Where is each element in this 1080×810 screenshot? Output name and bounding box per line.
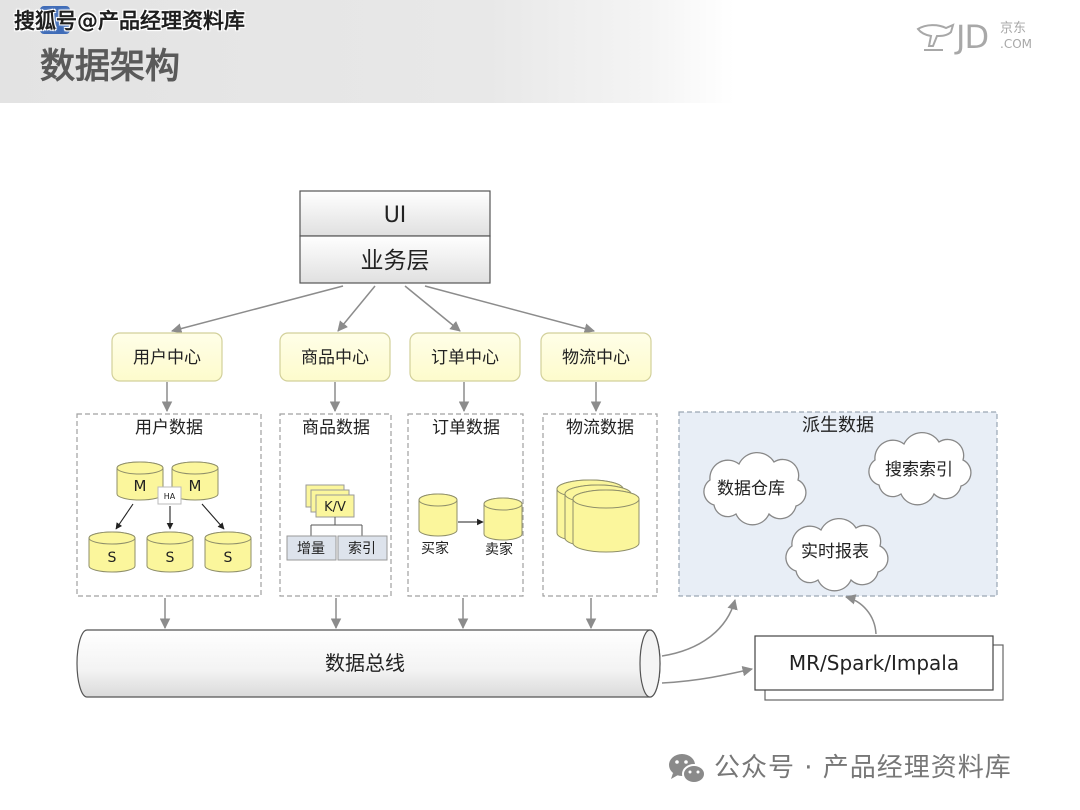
- user-center-box: [111, 332, 223, 382]
- cylinder-top: [204, 531, 252, 545]
- product-data-panel: 商品数据 K/V 增量 索引: [279, 413, 392, 597]
- wechat-icon: [669, 754, 706, 784]
- compute-box: [754, 635, 994, 691]
- seller-label: 卖家: [485, 541, 513, 558]
- kv-tree-lines: [310, 517, 363, 536]
- incremental-box: [286, 535, 337, 561]
- arrow-compute-to-derived: [844, 594, 877, 635]
- wechat-bubble-small: [682, 764, 706, 784]
- derived-data-label: 派生数据: [802, 415, 874, 436]
- jd-dog-icon: [916, 23, 955, 51]
- arrow-to-user-center: [170, 285, 344, 334]
- search-index-cloud: [868, 431, 972, 506]
- realtime-report-cloud: [785, 517, 889, 592]
- seller-db: [483, 497, 523, 541]
- ui-business-stack: UI 业务层: [299, 190, 491, 284]
- buyer-db: [418, 493, 458, 537]
- top-watermark: 搜狐号@产品经理资料库: [14, 9, 245, 33]
- business-layer-label: 业务层: [361, 248, 430, 274]
- order-data-panel: 订单数据 买家 卖家: [407, 413, 524, 597]
- wechat-bubble-tail: [671, 773, 678, 779]
- data-bus: 数据总线: [76, 629, 661, 698]
- compute-label: MR/Spark/Impala: [789, 651, 959, 675]
- slave-db-2: S: [146, 531, 194, 573]
- ha-label: HA: [164, 492, 176, 501]
- wechat-eye: [675, 760, 679, 764]
- data-bus-label: 数据总线: [325, 651, 405, 675]
- data-warehouse-cloud: [703, 451, 807, 526]
- incremental-label: 增量: [297, 541, 325, 557]
- search-index-label: 搜索索引: [885, 460, 953, 480]
- replication-arrow-left: [115, 503, 134, 530]
- user-data-panel: 用户数据 M M HA S S S: [76, 413, 262, 597]
- derived-data-panel: 派生数据 数据仓库 搜索索引 实时报表: [678, 411, 998, 597]
- logistics-db-front: [572, 489, 640, 553]
- cylinder-top: [116, 461, 164, 475]
- slide-badge-icon: [40, 6, 70, 34]
- buyer-label: 买家: [421, 540, 449, 557]
- order-center-box: [409, 332, 521, 382]
- arrow-to-logistics-center: [424, 285, 596, 334]
- logo-domain: .COM: [1000, 37, 1032, 51]
- wechat-eye: [688, 770, 692, 774]
- logistics-center-box: [540, 332, 652, 382]
- ha-badge: [157, 486, 182, 505]
- ui-label: UI: [384, 203, 407, 228]
- data-warehouse-label: 数据仓库: [717, 479, 785, 499]
- header-band: [0, 0, 1080, 103]
- arrow-to-order-center: [404, 285, 461, 332]
- cylinder-top: [418, 493, 458, 507]
- arrow-to-product-center: [337, 285, 376, 332]
- arrow-bus-to-derived: [661, 598, 738, 657]
- realtime-report-label: 实时报表: [801, 542, 869, 562]
- index-box: [337, 535, 388, 561]
- master-db-label: M: [189, 477, 202, 495]
- product-data-label: 商品数据: [302, 418, 370, 438]
- service-centers: 用户中心 商品中心 订单中心 物流中心: [111, 332, 652, 382]
- wechat-eye: [684, 760, 688, 764]
- product-center-label: 商品中心: [301, 348, 369, 368]
- logistics-center-label: 物流中心: [562, 348, 630, 368]
- master-db-2: M: [171, 461, 219, 501]
- arrow-bus-to-compute: [661, 665, 754, 684]
- page-title: 数据架构: [40, 47, 181, 87]
- data-bus-end: [639, 629, 661, 698]
- business-to-center-arrows: [170, 285, 596, 334]
- slave-db-label: S: [108, 550, 117, 566]
- jd-dog-body: [916, 23, 955, 47]
- center-to-data-arrows: [161, 382, 602, 413]
- master-db-1: M: [116, 461, 164, 501]
- logistics-data-panel: 物流数据: [542, 413, 658, 597]
- cylinder-top: [572, 489, 640, 509]
- logistics-data-label: 物流数据: [566, 418, 634, 438]
- cylinder-top: [171, 461, 219, 475]
- compute-engine: MR/Spark/Impala: [754, 635, 1004, 701]
- business-layer-box: [299, 235, 491, 284]
- logo-brand: JD: [956, 18, 989, 56]
- footer-watermark: 公众号 · 产品经理资料库: [714, 753, 1012, 783]
- master-db-label: M: [134, 477, 147, 495]
- order-data-label: 订单数据: [432, 418, 500, 438]
- kv-label: K/V: [324, 500, 346, 515]
- cylinder-top: [483, 497, 523, 511]
- data-to-bus-arrows: [159, 598, 597, 630]
- jd-logo: JD 京东 .COM: [916, 18, 1046, 58]
- wechat-eye: [696, 770, 700, 774]
- user-data-label: 用户数据: [135, 418, 203, 438]
- cylinder-top: [88, 531, 136, 545]
- slave-db-label: S: [166, 550, 175, 566]
- slave-db-label: S: [224, 550, 233, 566]
- replication-arrow-right: [201, 503, 225, 530]
- order-center-label: 订单中心: [431, 348, 499, 368]
- cylinder-top: [146, 531, 194, 545]
- slave-db-3: S: [204, 531, 252, 573]
- user-center-label: 用户中心: [133, 348, 201, 368]
- index-label: 索引: [348, 540, 376, 557]
- slave-db-1: S: [88, 531, 136, 573]
- product-center-box: [279, 332, 391, 382]
- logo-cn-name: 京东: [1000, 21, 1027, 36]
